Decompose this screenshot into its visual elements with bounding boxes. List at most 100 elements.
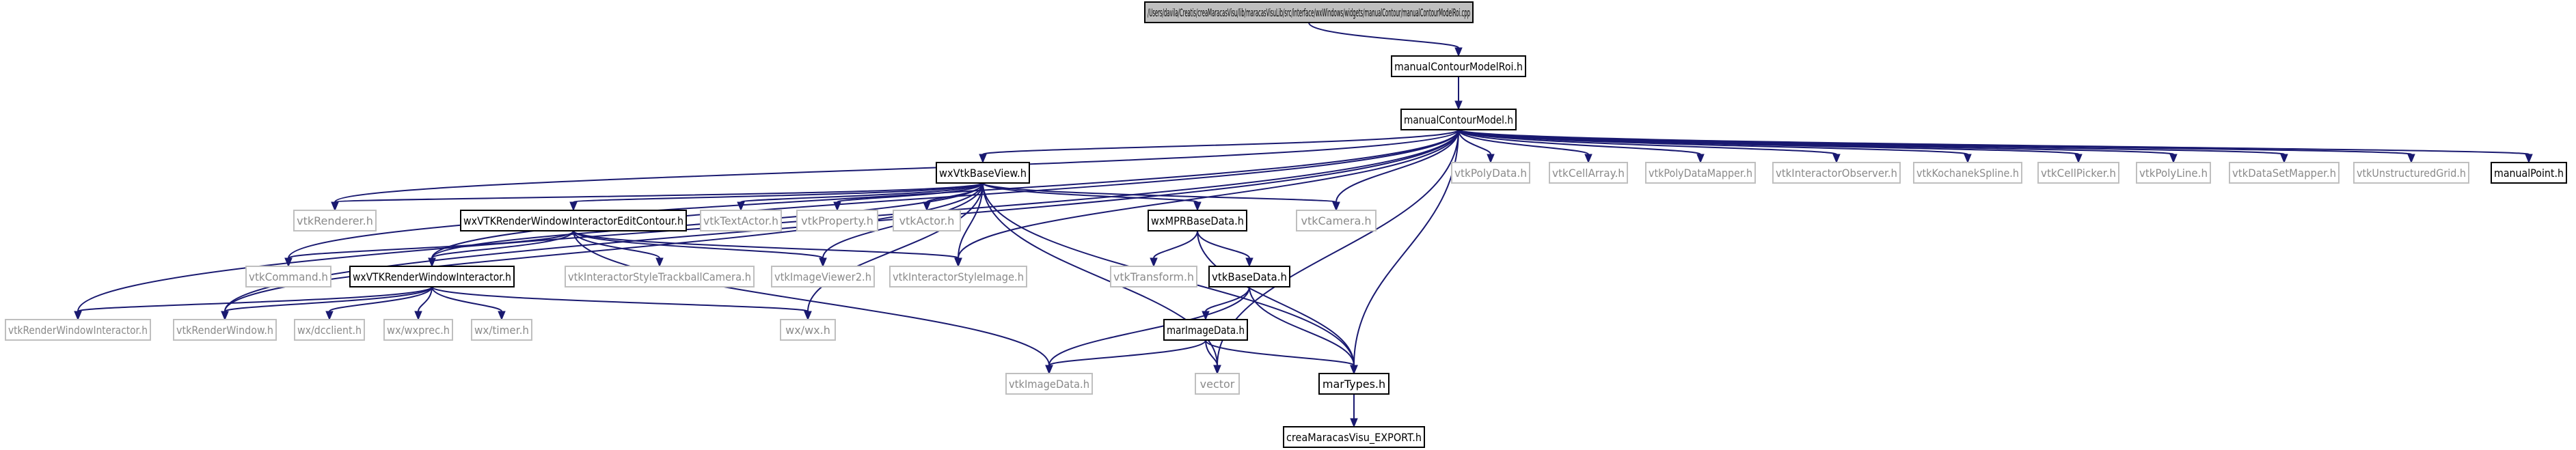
arrowhead <box>954 257 962 268</box>
node-manualcontourmodelroi-h[interactable]: manualContourModelRoi.h <box>1391 55 1526 77</box>
node-box <box>1005 373 1093 395</box>
node-label: manualContourModelRoi.h <box>1394 60 1523 73</box>
edge-line <box>288 129 1459 259</box>
node-label: wx/timer.h <box>474 324 529 337</box>
edge-martypes-to-export <box>1350 394 1358 428</box>
node-manualcontourmodel-h[interactable]: manualContourModel.h <box>1400 109 1517 130</box>
edge-basev-to-renderer <box>331 182 984 212</box>
arrowhead <box>428 257 436 268</box>
node-label: vtkCellPicker.h <box>2041 167 2116 180</box>
node-box <box>1195 373 1240 395</box>
node-vtkrenderer-h: vtkRenderer.h <box>293 210 377 231</box>
node-label: vtkCommand.h <box>249 270 328 283</box>
node-label: vtkKochanekSpline.h <box>1916 167 2019 180</box>
node-box <box>936 162 1030 184</box>
node-box <box>2037 162 2119 184</box>
node-wxvtkrenderwindowinteractoreditcontour-h[interactable]: wxVTKRenderWindowInteractorEditContour.h <box>460 210 687 231</box>
node-wxvtkrenderwindowinteractor-h[interactable]: wxVTKRenderWindowInteractor.h <box>349 266 515 287</box>
node-label: wxVTKRenderWindowInteractorEditContour.h <box>463 214 683 227</box>
edge-line <box>418 286 433 312</box>
node-users-davila-creatis-creamaracasvisu-lib-maracasvisulib-src-interface-wxwindows-widgets-manualcontour-manualcontourmodelroi-cpp[interactable]: /Users/davila/Creatis/creaMaracasVisu/li… <box>1144 1 1474 23</box>
edge-line <box>1458 129 1491 155</box>
edge-basev-to-camera <box>982 182 1340 212</box>
edge-line <box>1458 129 1968 155</box>
node-wxmprbasedata-h[interactable]: wxMPRBaseData.h <box>1148 210 1247 231</box>
node-label: creaMaracasVisu_EXPORT.h <box>1286 431 1422 445</box>
node-wxvtkbaseview-h[interactable]: wxVtkBaseView.h <box>936 162 1030 184</box>
node-box <box>294 319 365 341</box>
node-label: vtkPolyData.h <box>1454 167 1527 180</box>
edge-line <box>1217 129 1459 366</box>
node-box <box>1296 210 1377 231</box>
edge-line <box>431 230 574 259</box>
node-box <box>2353 162 2469 184</box>
edge-line <box>573 230 660 259</box>
edge-line <box>1197 230 1355 366</box>
edge-basedata-to-martypes <box>1249 286 1358 375</box>
edge-line <box>573 182 984 203</box>
node-label: vtkInteractorStyleImage.h <box>893 270 1024 283</box>
arrowhead <box>655 257 664 268</box>
edge-editcontour-to-trackcam <box>573 230 664 268</box>
node-box <box>771 266 875 287</box>
node-label: wxVTKRenderWindowInteractor.h <box>353 270 511 283</box>
node-label: wx/dcclient.h <box>297 324 362 337</box>
node-creamaracasvisu-export-h[interactable]: creaMaracasVisu_EXPORT.h <box>1283 426 1425 448</box>
node-label: marImageData.h <box>1167 324 1245 337</box>
node-label: manualPoint.h <box>2494 167 2564 180</box>
node-box <box>173 319 277 341</box>
edge-basev-to-editcontour <box>569 182 984 212</box>
node-box <box>1772 162 1901 184</box>
node-label: vtkRenderer.h <box>297 214 373 227</box>
node-vtkrenderwindow-h: vtkRenderWindow.h <box>173 319 277 341</box>
edge-mprbase-to-transform <box>1150 230 1198 268</box>
arrowhead <box>2074 154 2083 164</box>
node-manualpoint-h[interactable]: manualPoint.h <box>2491 162 2567 184</box>
node-label: manualContourModel.h <box>1404 113 1513 126</box>
node-vtkactor-h: vtkActor.h <box>893 210 961 231</box>
node-label: vtkInteractorStyleTrackballCamera.h <box>568 270 751 283</box>
arrowhead <box>325 311 334 321</box>
node-label: vtkImageViewer2.h <box>774 270 871 283</box>
edge-line <box>288 230 574 259</box>
node-vtkbasedata-h[interactable]: vtkBaseData.h <box>1208 266 1290 287</box>
node-vtktextactor-h: vtkTextActor.h <box>700 210 782 231</box>
node-box <box>1110 266 1197 287</box>
arrowhead <box>1487 154 1495 164</box>
node-box <box>2491 162 2567 184</box>
node-wx-wx-h: wx/wx.h <box>780 319 836 341</box>
node-wx-dcclient-h: wx/dcclient.h <box>294 319 365 341</box>
edge-line <box>1458 129 1701 155</box>
edge-rwi-to-wx <box>431 286 812 321</box>
edge-rwi-to-renwin <box>221 286 433 321</box>
edge-line <box>1249 286 1355 366</box>
node-box <box>1144 1 1474 23</box>
edge-line <box>431 286 809 312</box>
node-box <box>1549 162 1628 184</box>
arrowhead <box>221 311 229 321</box>
node-marimagedata-h[interactable]: marImageData.h <box>1163 319 1248 341</box>
node-box <box>471 319 532 341</box>
node-martypes-h[interactable]: marTypes.h <box>1318 373 1389 395</box>
arrowhead <box>331 201 339 212</box>
node-box <box>700 210 782 231</box>
node-label: vtkTransform.h <box>1113 270 1194 283</box>
edge-line <box>1458 129 1589 155</box>
edge-line <box>1048 286 1250 366</box>
arrowhead <box>1964 154 1972 164</box>
arrowhead <box>284 257 293 268</box>
arrowhead <box>804 311 812 321</box>
arrowhead <box>1454 47 1463 57</box>
node-label: vtkActor.h <box>899 214 955 227</box>
node-vtkimagedata-h: vtkImageData.h <box>1005 373 1093 395</box>
edge-marimage-to-martypes <box>1205 339 1358 375</box>
arrowhead <box>1584 154 1592 164</box>
edge-basev-to-mprbase <box>982 182 1202 212</box>
arrowhead <box>74 311 82 321</box>
arrowhead <box>2280 154 2288 164</box>
edge-line <box>224 182 984 312</box>
edge-line <box>1308 22 1459 48</box>
node-layer: /Users/davila/Creatis/creaMaracasVisu/li… <box>5 1 2567 448</box>
arrowhead <box>414 311 422 321</box>
